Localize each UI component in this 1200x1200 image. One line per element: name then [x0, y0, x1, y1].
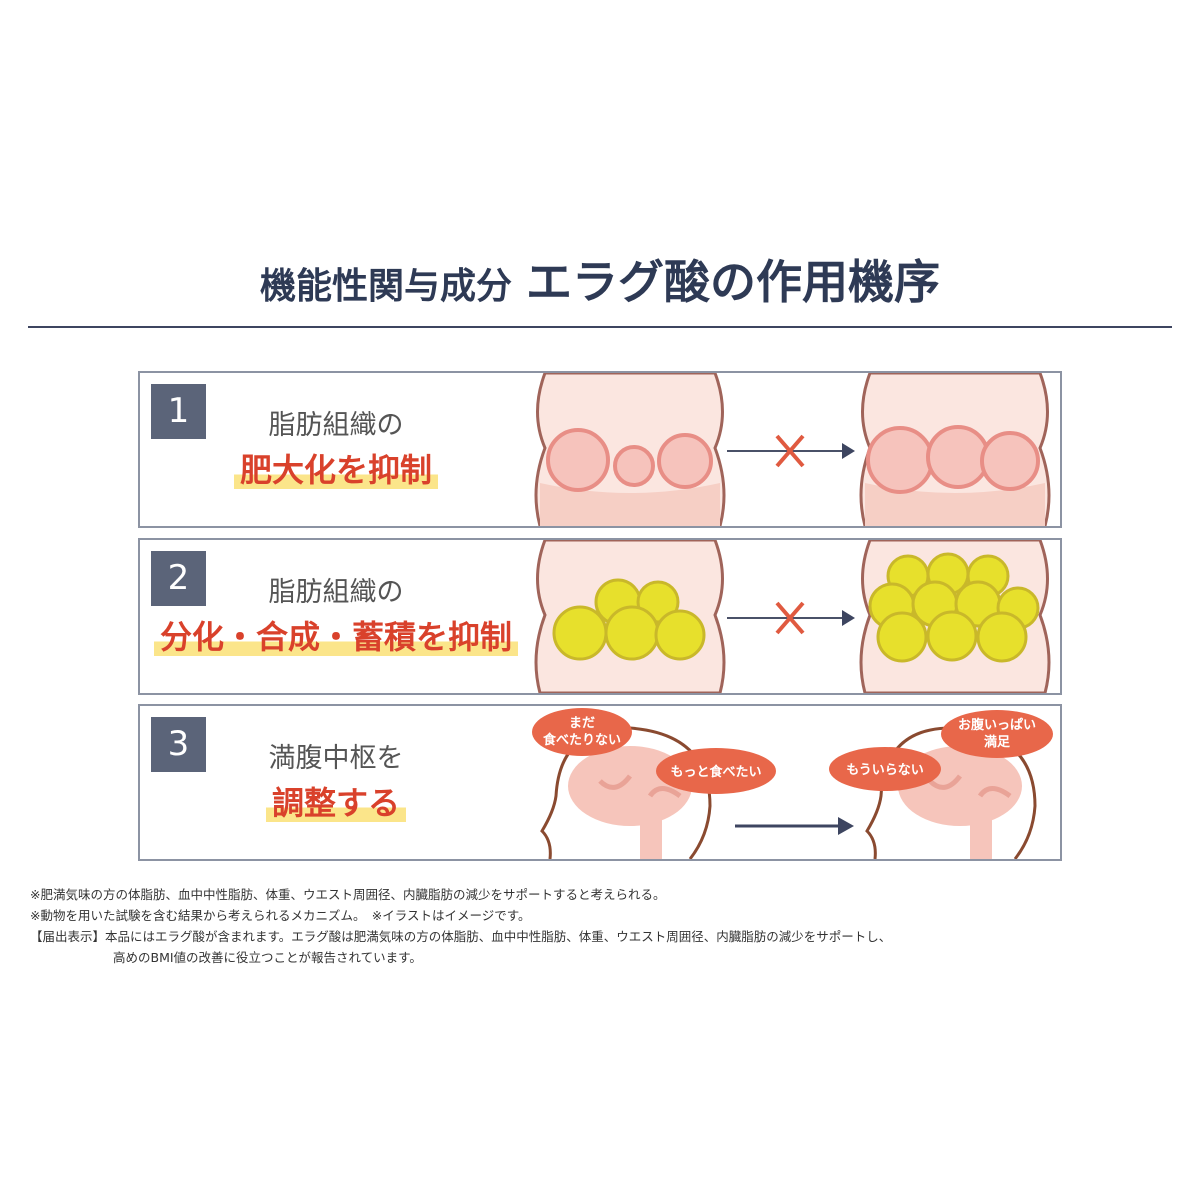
- bubble-text: もういらない: [846, 763, 924, 778]
- step-line2: 調整する: [265, 784, 406, 822]
- fat-cell-enlargement-illustration: [534, 373, 1051, 526]
- step-number: 2: [151, 551, 206, 606]
- arrow-icon: [735, 817, 854, 835]
- speech-bubble-before-1: まだ 食べたりない: [532, 708, 632, 756]
- belly-after: [859, 540, 1051, 693]
- bubble-text: お腹いっぱい: [958, 717, 1036, 733]
- footnote: ※動物を用いた試験を含む結果から考えられるメカニズム。 ※イラストはイメージです…: [30, 908, 531, 923]
- bubble-text: 満足: [984, 734, 1011, 750]
- step-line2: 肥大化を抑制: [233, 451, 438, 489]
- footnote: ※肥満気味の方の体脂肪、血中中性脂肪、体重、ウエスト周囲径、内臓脂肪の減少をサポ…: [30, 887, 666, 902]
- satiety-center-illustration: まだ 食べたりない もっと食べたい お腹いっぱい 満足 もういらない: [532, 708, 1053, 859]
- speech-bubble-after-1: お腹いっぱい 満足: [941, 710, 1053, 758]
- title-divider: [28, 326, 1172, 328]
- panel-1: 1 脂肪組織の 肥大化を抑制: [138, 371, 1062, 528]
- bubble-text: もっと食べたい: [670, 764, 761, 780]
- step-line2: 分化・合成・蓄積を抑制: [153, 618, 518, 656]
- arrow-blocked-icon: [727, 434, 855, 468]
- footnote: 【届出表示】本品にはエラグ酸が含まれます。エラグ酸は肥満気味の方の体脂肪、血中中…: [30, 929, 892, 944]
- bubble-text: まだ: [569, 716, 595, 731]
- title-main: エラグ酸の作用機序: [526, 255, 940, 309]
- panel-2: 2 脂肪組織の 分化・合成・蓄積を抑制: [138, 538, 1062, 695]
- speech-bubble-before-2: もっと食べたい: [656, 748, 776, 794]
- bubble-text: 食べたりない: [543, 732, 621, 748]
- step-line1: 満腹中枢を: [268, 743, 404, 774]
- panel-3: 3 満腹中枢を 調整する まだ 食べたりない もっと食べたい: [138, 704, 1062, 861]
- belly-after: [859, 373, 1051, 526]
- page-title: 機能性関与成分エラグ酸の作用機序: [0, 246, 1200, 312]
- arrow-blocked-icon: [727, 601, 855, 635]
- belly-before: [534, 540, 726, 693]
- fat-accumulation-illustration: [534, 540, 1051, 693]
- title-sub: 機能性関与成分: [259, 266, 512, 307]
- speech-bubble-after-2: もういらない: [829, 747, 941, 791]
- footnote: 高めのBMI値の改善に役立つことが報告されています。: [113, 950, 422, 965]
- step-line1: 脂肪組織の: [268, 577, 404, 608]
- step-number: 3: [151, 717, 206, 772]
- belly-before: [534, 373, 726, 526]
- step-number: 1: [151, 384, 206, 439]
- footnotes: ※肥満気味の方の体脂肪、血中中性脂肪、体重、ウエスト周囲径、内臓脂肪の減少をサポ…: [30, 884, 891, 968]
- step-line1: 脂肪組織の: [268, 410, 404, 441]
